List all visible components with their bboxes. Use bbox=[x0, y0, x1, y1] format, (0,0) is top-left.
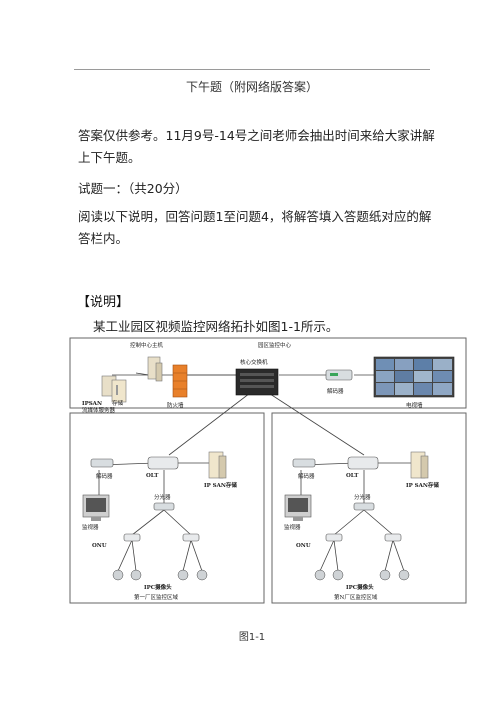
label-control-host: 控制中心主机 bbox=[130, 341, 164, 349]
label-splitter-arean: 分光器 bbox=[354, 493, 371, 501]
question-instructions: 阅读以下说明，回答问题1至问题4，将解答填入答题纸对应的解答栏内。 bbox=[78, 209, 432, 246]
label-park-center: 园区监控中心 bbox=[258, 341, 292, 349]
label-area1: 第一厂区监控区域 bbox=[134, 593, 179, 601]
ipsan-storage-icon-arean bbox=[410, 451, 429, 479]
label-ipc-arean: IPC摄像头 bbox=[346, 583, 374, 591]
firewall-icon bbox=[172, 364, 188, 398]
olt-icon-area1 bbox=[147, 456, 179, 470]
core-switch-icon bbox=[235, 368, 279, 396]
label-ipsan: IPSAN bbox=[82, 401, 102, 407]
label-onu-arean: ONU bbox=[296, 543, 311, 549]
factory-area-n bbox=[271, 412, 467, 604]
label-olt-area1: OLT bbox=[146, 473, 159, 479]
header-rule bbox=[74, 69, 430, 70]
monitor-icon-area1 bbox=[82, 494, 110, 521]
label-core-switch: 核心交换机 bbox=[240, 358, 268, 366]
page-header-title: 下午题（附网络版答案） bbox=[185, 80, 318, 94]
label-monitor-area1: 监视器 bbox=[82, 523, 99, 531]
label-splitter-area1: 分光器 bbox=[154, 493, 171, 501]
question-heading: 试题一：（共20分） bbox=[78, 181, 188, 196]
label-olt-arean: OLT bbox=[346, 473, 359, 479]
label-ipsan-area1: IP SAN存储 bbox=[204, 481, 237, 489]
tv-wall-icon bbox=[373, 356, 455, 398]
onu-icon-arean-b bbox=[384, 533, 402, 542]
label-ipsan-arean: IP SAN存储 bbox=[406, 481, 439, 489]
control-host-server-icon bbox=[147, 356, 163, 382]
monitor-icon-arean bbox=[284, 494, 312, 521]
label-ipc-area1: IPC摄像头 bbox=[144, 583, 172, 591]
ipsan-storage-icon-area1 bbox=[208, 451, 227, 479]
label-storage: 存储 bbox=[112, 399, 124, 407]
ipsan-storage-server-icon bbox=[101, 375, 127, 403]
label-decoder-top: 解码器 bbox=[327, 387, 344, 395]
onu-icon-area1-a bbox=[123, 533, 141, 542]
ipc-camera-icon-area1 bbox=[112, 569, 208, 581]
onu-icon-arean-a bbox=[325, 533, 343, 542]
decoder-icon-arean bbox=[292, 458, 316, 468]
factory-area-1 bbox=[69, 412, 265, 604]
label-monitor-arean: 监视器 bbox=[284, 523, 301, 531]
label-arean: 第N厂区监控区域 bbox=[334, 593, 378, 601]
splitter-icon-arean bbox=[353, 502, 375, 511]
intro-paragraph: 答案仅供参考。11月9号-14号之间老师会抽出时间来给大家讲解上下午题。 bbox=[78, 128, 435, 165]
label-decoder-arean: 解码器 bbox=[298, 472, 315, 480]
figure-caption: 图1-1 bbox=[238, 632, 266, 643]
network-topology-diagram: 控制中心主机 园区监控中心 核心交换机 IPSAN 存储 流媒体服务器 防火墙 … bbox=[64, 335, 472, 609]
ipc-camera-icon-arean bbox=[314, 569, 410, 581]
label-firewall: 防火墙 bbox=[167, 401, 184, 409]
label-onu-area1: ONU bbox=[92, 543, 107, 549]
decoder-icon-top bbox=[325, 369, 353, 381]
label-media-server: 流媒体服务器 bbox=[82, 406, 116, 414]
label-tv-wall: 电视墙 bbox=[406, 401, 423, 409]
description-paragraph: 某工业园区视频监控网络拓扑如图1-1所示。 bbox=[93, 319, 339, 334]
label-decoder-area1: 解码器 bbox=[96, 472, 113, 480]
splitter-icon-area1 bbox=[153, 502, 175, 511]
monitoring-center-area bbox=[69, 337, 467, 409]
decoder-icon-area1 bbox=[90, 458, 114, 468]
onu-icon-area1-b bbox=[182, 533, 200, 542]
section-label: 【说明】 bbox=[77, 295, 130, 310]
olt-icon-arean bbox=[347, 456, 379, 470]
